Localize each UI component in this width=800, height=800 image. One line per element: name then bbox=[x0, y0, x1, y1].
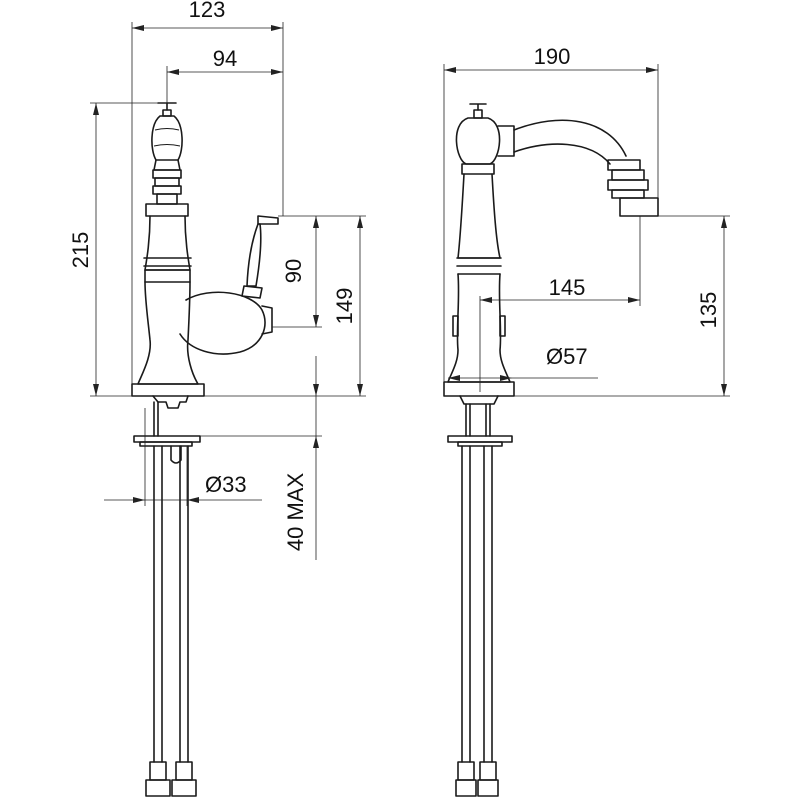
front-hose-fittings bbox=[145, 761, 197, 797]
side-dimensions: 190 145 Ø57 135 bbox=[443, 44, 730, 397]
dim-215-label: 215 bbox=[68, 232, 93, 269]
dim-135-label: 135 bbox=[696, 292, 721, 329]
side-cap-knob bbox=[469, 103, 487, 119]
front-main-body bbox=[131, 215, 205, 397]
dim-190: 190 bbox=[443, 44, 659, 396]
front-cap-knob bbox=[157, 102, 177, 117]
dim-149-label: 149 bbox=[332, 288, 357, 325]
dim-149: 149 bbox=[204, 215, 366, 397]
front-upper-body bbox=[145, 115, 189, 217]
dim-123-label: 123 bbox=[189, 0, 226, 22]
dim-d33-label: Ø33 bbox=[205, 472, 247, 497]
dim-d33: Ø33 bbox=[104, 408, 262, 506]
side-head bbox=[455, 117, 501, 175]
dim-94-label: 94 bbox=[213, 46, 237, 71]
side-main-body bbox=[443, 173, 515, 397]
dim-215: 215 bbox=[68, 102, 167, 397]
dim-94: 94 bbox=[166, 46, 283, 103]
dim-145: 145 bbox=[479, 216, 641, 392]
front-mounting bbox=[133, 395, 201, 763]
front-dimensions: 123 94 215 90 bbox=[68, 0, 366, 560]
side-hose-fittings bbox=[455, 761, 499, 797]
dim-190-label: 190 bbox=[534, 44, 571, 69]
side-mounting bbox=[447, 395, 513, 763]
dim-90: 90 bbox=[272, 215, 322, 328]
dim-d57-label: Ø57 bbox=[546, 344, 588, 369]
dim-90-label: 90 bbox=[281, 259, 306, 283]
front-ball-joint bbox=[179, 291, 273, 355]
front-lever-handle bbox=[241, 215, 279, 299]
front-view bbox=[131, 102, 279, 797]
dim-135: 135 bbox=[514, 215, 730, 397]
dim-123: 123 bbox=[131, 0, 284, 396]
dim-40max-label: 40 MAX bbox=[283, 473, 308, 552]
dim-145-label: 145 bbox=[549, 275, 586, 300]
side-view bbox=[443, 103, 659, 797]
dim-40max: 40 MAX bbox=[200, 356, 322, 560]
side-spout bbox=[497, 119, 659, 217]
dim-d57: Ø57 bbox=[448, 344, 598, 381]
